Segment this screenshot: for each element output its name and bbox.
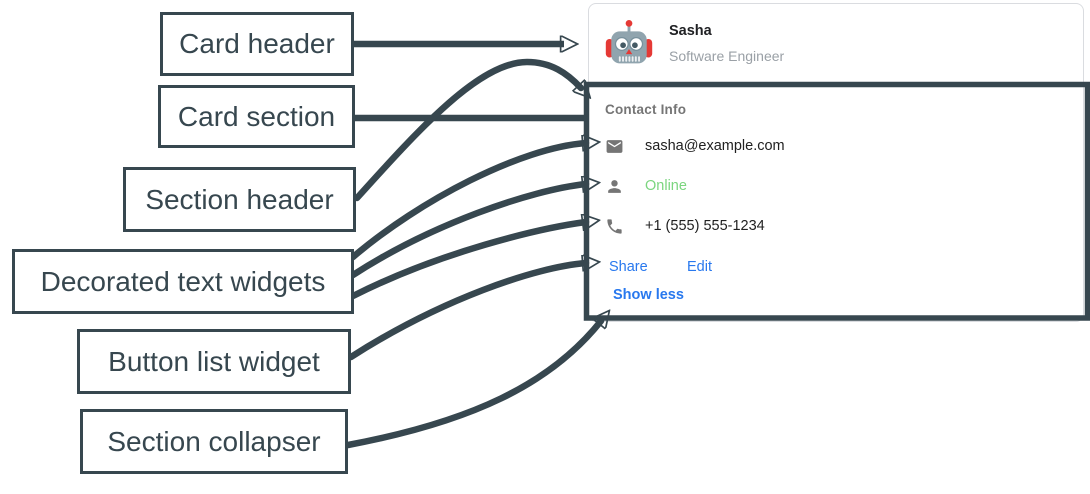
decorated-text-widget-status: Online (605, 176, 687, 196)
arrow-button-list (347, 263, 586, 361)
arrow-section-header (353, 58, 581, 202)
email-icon (606, 139, 623, 153)
decorated-text-widget-email: sasha@example.com (605, 136, 785, 156)
email-text: sasha@example.com (645, 138, 785, 154)
label-decorated-text-widgets: Decorated text widgets (12, 249, 354, 314)
person-subtitle: Software Engineer (669, 48, 785, 65)
label-card-section: Card section (158, 85, 355, 148)
phone-icon (607, 218, 622, 234)
contact-card: Sasha Software Engineer Contact Info sas… (588, 3, 1084, 322)
arrow-section-collapser (344, 321, 601, 449)
decorated-text-widget-phone: +1 (555) 555-1234 (605, 216, 765, 236)
person-name: Sasha (669, 22, 712, 39)
share-button[interactable]: Share (609, 259, 648, 275)
status-text: Online (645, 178, 687, 194)
card-header: Sasha Software Engineer (589, 4, 1083, 83)
arrow-decorated-text-1 (349, 143, 586, 261)
edit-button[interactable]: Edit (687, 259, 712, 275)
person-icon (608, 179, 621, 193)
label-card-header: Card header (160, 12, 354, 76)
label-section-header: Section header (123, 167, 356, 232)
arrow-decorated-text-2 (349, 184, 586, 279)
card-header-text: Sasha Software Engineer (669, 24, 784, 64)
label-button-list-widget: Button list widget (77, 329, 351, 394)
label-section-collapser: Section collapser (80, 409, 348, 474)
section-header: Contact Info (605, 102, 687, 117)
arrow-decorated-text-3 (349, 222, 586, 300)
section-collapser-button[interactable]: Show less (613, 287, 684, 303)
robot-avatar-icon (605, 19, 653, 63)
phone-text: +1 (555) 555-1234 (645, 218, 765, 234)
